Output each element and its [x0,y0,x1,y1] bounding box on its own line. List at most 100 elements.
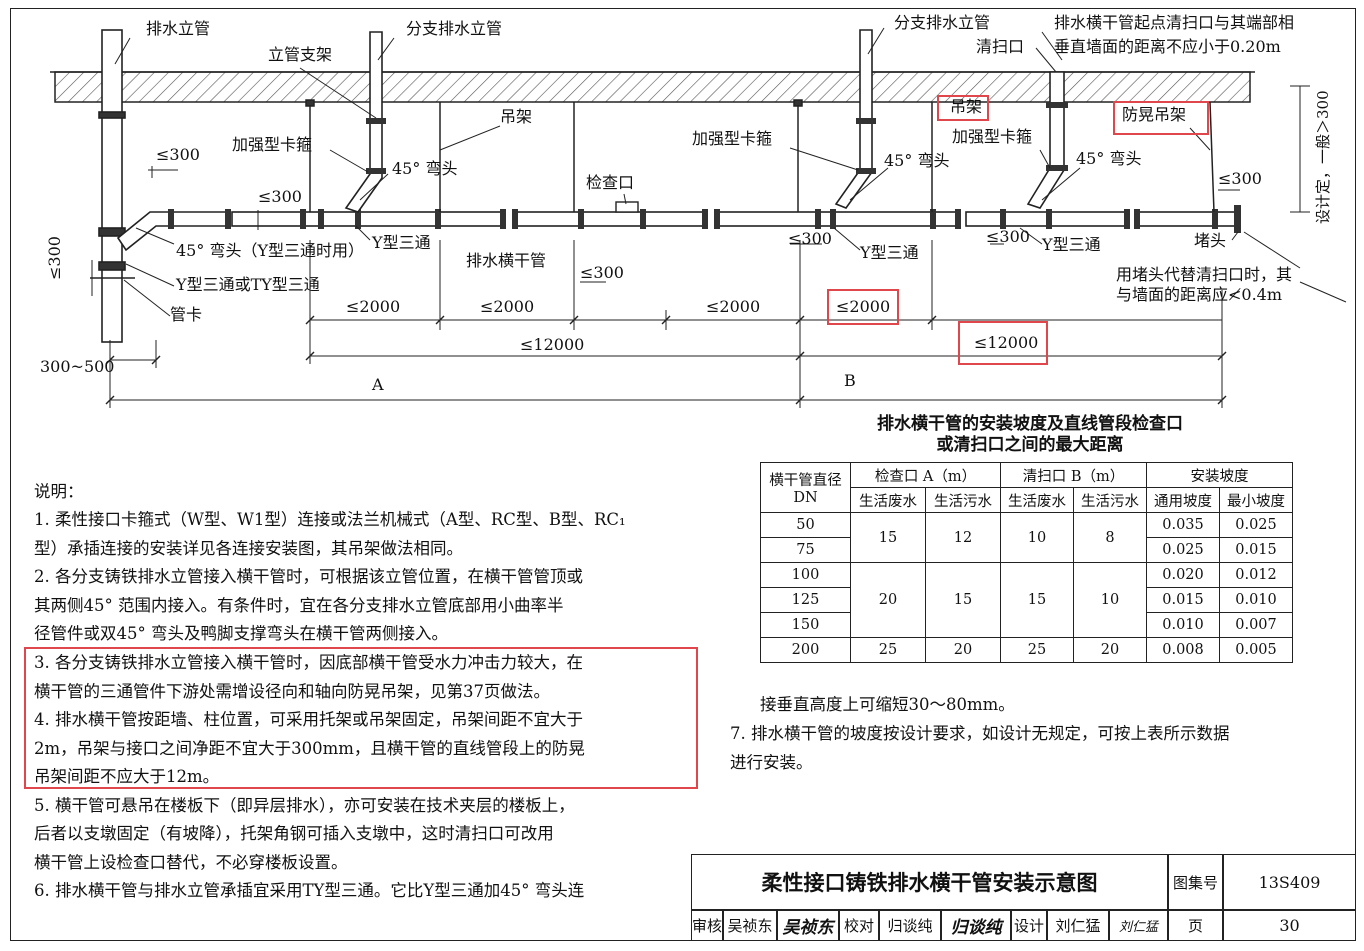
table-cell: 15 [850,512,926,563]
atlas-label: 图集号 [1168,854,1223,910]
dim-2000-1: ≤2000 [346,297,401,316]
table-cell: 0.012 [1219,562,1293,588]
dim-le300-e: ≤300 [986,227,1030,246]
label-pipe-clamp: 管卡 [170,305,203,324]
table-cell: 0.020 [1146,562,1220,588]
note-line: 进行安装。 [730,753,813,772]
note-line: 径管件或双45° 弯头及鸭脚支撑弯头在横干管两侧接入。 [34,624,448,643]
table-cell: 0.015 [1146,587,1220,613]
notes-heading: 说明： [34,482,84,501]
dim-12000-2: ≤12000 [974,333,1039,352]
table-row: 75 0.025 0.015 [760,537,1293,563]
dimension-lines [91,85,1310,408]
highlight-anti-sway [1113,101,1209,135]
dim-2000-3: ≤2000 [706,297,761,316]
table-row: 150 0.010 0.007 [760,612,1293,638]
label-plug-note-2: 与墙面的距离应≮0.4m [1116,285,1283,304]
label-branch-riser-1: 分支排水立管 [406,19,503,38]
table-cell: 0.010 [1146,612,1220,638]
title-block: 柔性接口铸铁排水横干管安装示意图 图集号 13S409 审核 吴祯东 吴祯东 校… [691,854,1356,941]
table-title-line: 或清扫口之间的最大距离 [936,435,1124,455]
table-cell: 0.005 [1219,637,1293,663]
note-line: 型）承插连接的安装详见各连接安装图，其吊架做法相同。 [34,539,463,558]
drawing-frame [10,8,1356,941]
note-line: 3. 各分支铸铁排水立管接入横干管时，因底部横干管受水力冲击力较大，在 [34,653,583,672]
floor-slab [54,71,1251,103]
note-line: 2. 各分支铸铁排水立管接入横干管时，可根据该立管位置，在横干管管顶或 [34,567,583,586]
dim-300-500: 300~500 [40,357,115,376]
checker-signature: 归谈纯 [941,910,1011,941]
table-cell: 0.025 [1146,537,1220,563]
dim-le300-g: ≤300 [45,236,64,280]
label-plug: 堵头 [1194,231,1227,250]
label-cleanout-note-1: 排水横干管起点清扫口与其端部相 [1054,13,1295,32]
pipe-couplings [168,205,1241,233]
label-riser-main: 排水立管 [146,19,211,38]
reviewer-name: 吴祯东 [723,910,777,941]
inspection-port-mark [615,201,639,213]
table-cell: 50 [760,512,851,538]
table-cell: 0.015 [1219,537,1293,563]
dim-le300-f: ≤300 [1218,169,1262,188]
note-line: 2m，吊架与接口之间净距不宜大于300mm，且横干管的直线管段上的防晃 [34,739,585,758]
note-line: 4. 排水横干管按距墙、柱位置，可采用托架或吊架固定，吊架间距不宜大于 [34,710,583,729]
dim-2000-4: ≤2000 [836,297,891,316]
review-label: 审核 [691,910,723,941]
label-ytee-3: Y型三通 [1042,235,1101,254]
label-segment-b: B [844,371,856,390]
table-header-inspect: 检查口 A（m） [850,462,1001,488]
table-cell: 10 [1000,512,1074,563]
label-riser-support: 立管支架 [268,45,333,64]
label-elbow45-2: 45° 弯头 [884,151,950,170]
table-cell: 20 [850,562,926,638]
label-ytee-2: Y型三通 [860,243,919,262]
label-ytee-or-tytee: Y型三通或TY型三通 [176,275,320,294]
table-cell: 15 [925,562,1001,638]
dimension-ticks [105,315,1227,405]
table-cell: 200 [760,637,851,663]
designer-name: 刘仁猛 [1047,910,1109,941]
leader-lines [114,27,1347,317]
dim-2000-2: ≤2000 [480,297,535,316]
riser-clamps [366,102,1068,174]
table-cell: 20 [925,637,1001,663]
main-riser [90,29,135,343]
note-line: 6. 排水横干管与排水立管承插宜采用TY型三通。它比Y型三通加45° 弯头连 [34,881,585,900]
table-row: 100 20 15 15 10 0.020 0.012 [760,562,1293,638]
table-subheader: 生活废水 [850,487,926,513]
note-line: 1. 柔性接口卡箍式（W型、W1型）连接或法兰机械式（A型、RC型、B型、RC₁ [34,510,626,529]
page-label: 页 [1168,910,1223,941]
note-line: 后者以支墩固定（有坡降），托架角钢可插入支墩中，这时清扫口可改用 [34,824,554,843]
label-reinforced-clamp-3: 加强型卡箍 [952,127,1033,146]
note-line: 横干管的三通管件下游处需增设径向和轴向防晃吊架，见第37页做法。 [34,682,550,701]
branch-risers [344,29,1065,213]
dim-le300-d: ≤300 [788,229,832,248]
drawing-title: 柔性接口铸铁排水横干管安装示意图 [691,854,1168,910]
checker-name: 归谈纯 [879,910,941,941]
table-cell: 25 [1000,637,1074,663]
table-cell: 100 [760,562,851,588]
label-reinforced-clamp-2: 加强型卡箍 [692,129,773,148]
table-cell: 25 [850,637,926,663]
dim-le300-a: ≤300 [156,145,200,164]
note-line: 其两侧45° 范围内接入。有条件时，宜在各分支排水立管底部用小曲率半 [34,596,564,615]
dim-le300-c: ≤300 [580,263,624,282]
label-ytee-1: Y型三通 [372,233,431,252]
table-cell: 12 [925,512,1001,563]
dim-le300-b: ≤300 [258,187,302,206]
table-cell: 10 [1073,562,1147,638]
hangers [305,99,1215,213]
label-plug-note-1: 用堵头代替清扫口时，其 [1116,265,1293,284]
table-cell: 0.025 [1219,512,1293,538]
label-main-pipe: 排水横干管 [466,251,547,270]
note-line: 接垂直高度上可缩短30～80mm。 [760,695,1015,714]
atlas-number: 13S409 [1223,854,1356,910]
table-title-line: 排水横干管的安装坡度及直线管段检查口 [877,414,1183,434]
table-cell: 0.007 [1219,612,1293,638]
table-row: 200 25 20 25 20 0.008 0.005 [760,637,1293,663]
main-pipe [116,211,1237,252]
table-cell: 8 [1073,512,1147,563]
table-header-slope: 安装坡度 [1146,462,1293,488]
